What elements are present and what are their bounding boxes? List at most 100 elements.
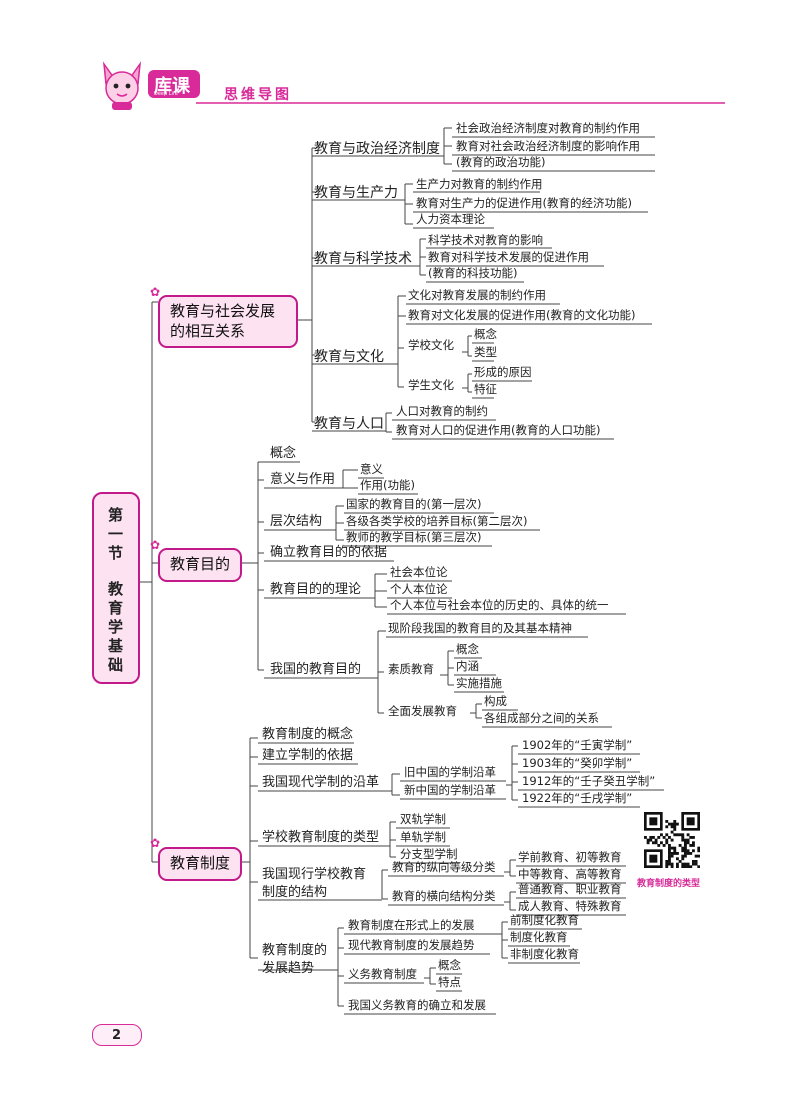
- leaf-item: 实施措施: [456, 676, 502, 690]
- brand-badge: 库课 Deep Life: [148, 70, 200, 98]
- leaf-item: 各级各类学校的培养目标(第二层次): [346, 514, 528, 528]
- leaf-item: 类型: [474, 345, 497, 359]
- node-label: 我国的教育目的: [270, 662, 362, 677]
- qr-code-icon: [644, 812, 701, 869]
- flower-icon: ✿: [150, 538, 161, 552]
- node-label: 教育与生产力: [314, 185, 398, 201]
- leaf-item: 概念: [474, 327, 497, 341]
- leaf-item: 制度化教育: [510, 930, 568, 944]
- section-label-system: 教育制度: [170, 854, 231, 872]
- leaf-item: 学前教育、初等教育: [518, 850, 622, 864]
- leaf-item: 各组成部分之间的关系: [484, 711, 599, 725]
- node-label: 建立学制的依据: [262, 748, 354, 763]
- leaf-item: 1922年的“壬戌学制”: [522, 791, 633, 805]
- node-label: 概念: [270, 446, 297, 461]
- sub-node-label: 教育的横向结构分类: [392, 889, 496, 903]
- leaf-item: 社会本位论: [390, 565, 448, 579]
- leaf-item: 生产力对教育的制约作用: [416, 177, 543, 191]
- node-label: 制度的结构: [262, 885, 328, 900]
- leaf-item: 教育对生产力的促进作用(教育的经济功能): [416, 196, 632, 210]
- leaf-item: 作用(功能): [360, 478, 415, 492]
- leaf-item: 中等教育、高等教育: [518, 867, 622, 881]
- leaf-item: 教师的教学目标(第三层次): [346, 530, 482, 544]
- sub-node-label: 旧中国的学制沿革: [404, 765, 496, 779]
- node-label: 确立教育目的的依据: [270, 545, 388, 560]
- sub-node-label: 教育制度在形式上的发展: [348, 918, 475, 932]
- leaf-item: 教育对科学技术发展的促进作用: [428, 250, 589, 264]
- node-label: 学校教育制度的类型: [262, 830, 380, 845]
- leaf-item: 单轨学制: [400, 830, 446, 844]
- leaf-item: 人力资本理论: [416, 212, 485, 226]
- node-label: 教育目的的理论: [270, 582, 362, 597]
- node-label: 教育与人口: [314, 416, 384, 432]
- leaf-item: 人口对教育的制约: [396, 404, 488, 418]
- brand-name: 库课: [154, 76, 190, 97]
- qr-caption: 教育制度的类型: [637, 879, 701, 889]
- leaf-item: (教育的科技功能): [428, 266, 518, 280]
- leaf-item: 双轨学制: [400, 812, 446, 826]
- sub-node-label: 现代教育制度的发展趋势: [348, 938, 475, 952]
- root-line-1: 第一节: [108, 506, 124, 562]
- qr-code[interactable]: [644, 812, 701, 869]
- brand-subtitle: Deep Life: [154, 91, 178, 97]
- leaf-item: 前制度化教育: [510, 913, 579, 927]
- root-line-2: 教育学基础: [108, 580, 124, 674]
- flower-icon: ✿: [150, 836, 161, 850]
- node-label: 教育与科学技术: [314, 251, 412, 267]
- root-node: 第一节 教育学基础: [92, 492, 140, 684]
- node-label: 我国现代学制的沿革: [262, 775, 380, 790]
- node-label: 我国现行学校教育: [262, 867, 367, 882]
- leaf-item: 国家的教育目的(第一层次): [346, 497, 482, 511]
- node-label: 教育与政治经济制度: [314, 141, 440, 157]
- leaf-item: 成人教育、特殊教育: [518, 899, 622, 913]
- page-number-box: 2: [92, 1024, 142, 1046]
- sub-node-label: 我国义务教育的确立和发展: [348, 998, 486, 1012]
- leaf-item: 特征: [474, 382, 497, 396]
- node-label: 意义与作用: [270, 472, 336, 487]
- leaf-item: 意义: [360, 462, 383, 476]
- leaf-item: 教育对文化发展的促进作用(教育的文化功能): [408, 308, 636, 322]
- leaf-item: 教育对社会政治经济制度的影响作用: [456, 139, 640, 153]
- sub-node-label: 学生文化: [408, 378, 454, 392]
- leaf-item: 非制度化教育: [510, 947, 579, 961]
- node-label: 教育制度的概念: [262, 727, 354, 742]
- sub-node-label: 新中国的学制沿革: [404, 783, 496, 797]
- sub-node-label: 教育的纵向等级分类: [392, 860, 496, 874]
- leaf-item: 教育对人口的促进作用(教育的人口功能): [396, 423, 601, 437]
- leaf-item: 1903年的“癸卯学制”: [522, 756, 633, 770]
- leaf-item: (教育的政治功能): [456, 155, 546, 169]
- leaf-item: 社会政治经济制度对教育的制约作用: [456, 121, 640, 135]
- leaf-item: 概念: [456, 642, 479, 656]
- leaf-item: 概念: [438, 958, 461, 972]
- flower-icon: ✿: [150, 285, 161, 299]
- leaf-item: 现阶段我国的教育目的及其基本精神: [388, 621, 572, 635]
- section-box-purpose: 教育目的: [158, 548, 242, 582]
- section-label-society: 教育与社会发展的相互关系: [170, 302, 276, 340]
- section-box-society: 教育与社会发展的相互关系: [158, 295, 298, 348]
- fox-mascot-icon: [102, 61, 142, 110]
- mascot-logo: [96, 58, 148, 110]
- leaf-item: 普通教育、职业教育: [518, 882, 622, 896]
- section-box-system: 教育制度: [158, 847, 242, 881]
- node-label: 发展趋势: [262, 961, 315, 976]
- sub-node-label: 全面发展教育: [388, 704, 457, 718]
- leaf-item: 内涵: [456, 659, 479, 673]
- leaf-item: 形成的原因: [474, 365, 532, 379]
- leaf-item: 构成: [484, 694, 507, 708]
- sub-node-label: 义务教育制度: [348, 967, 417, 981]
- sub-node-label: 素质教育: [388, 662, 434, 676]
- leaf-item: 1912年的“壬子癸丑学制”: [522, 774, 656, 788]
- node-label: 层次结构: [270, 514, 323, 529]
- node-label: 教育制度的: [262, 943, 328, 958]
- leaf-item: 特点: [438, 975, 461, 989]
- page-number: 2: [112, 1028, 122, 1043]
- leaf-item: 个人本位与社会本位的历史的、具体的统一: [390, 598, 609, 612]
- leaf-item: 科学技术对教育的影响: [428, 233, 543, 247]
- leaf-item: 个人本位论: [390, 582, 448, 596]
- page-header-title: 思维导图: [224, 87, 292, 103]
- leaf-item: 分支型学制: [400, 847, 458, 861]
- sub-node-label: 学校文化: [408, 338, 454, 352]
- leaf-item: 1902年的“壬寅学制”: [522, 738, 633, 752]
